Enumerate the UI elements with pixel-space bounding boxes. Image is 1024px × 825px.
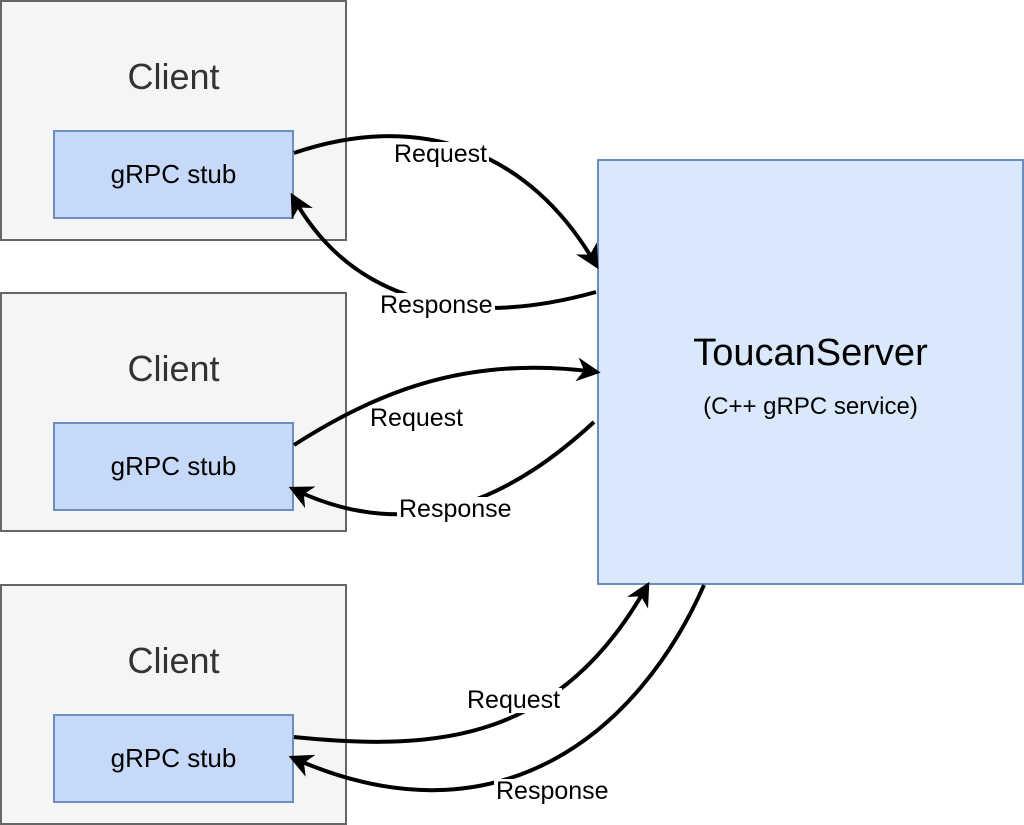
server-title: ToucanServer: [693, 332, 928, 374]
grpc-stub-box-1: gRPC stub: [53, 130, 294, 219]
request-label-1: Request: [392, 140, 490, 168]
grpc-stub-box-2: gRPC stub: [53, 422, 294, 511]
grpc-stub-box-3: gRPC stub: [53, 714, 294, 803]
request-label-3: Request: [465, 686, 563, 714]
server-subtitle: (C++ gRPC service): [703, 393, 918, 420]
toucan-server-box: ToucanServer (C++ gRPC service): [597, 159, 1024, 585]
response-label-2: Response: [397, 495, 514, 523]
client-title: Client: [127, 640, 220, 681]
client-title: Client: [127, 348, 220, 389]
response-label-1: Response: [378, 291, 495, 319]
request-label-2: Request: [368, 404, 466, 432]
response-label-3: Response: [494, 777, 611, 805]
request-arrow-2: [292, 357, 601, 447]
client-title: Client: [127, 56, 220, 97]
response-arrow-3: [288, 584, 706, 793]
request-arrow-3: [293, 581, 650, 744]
